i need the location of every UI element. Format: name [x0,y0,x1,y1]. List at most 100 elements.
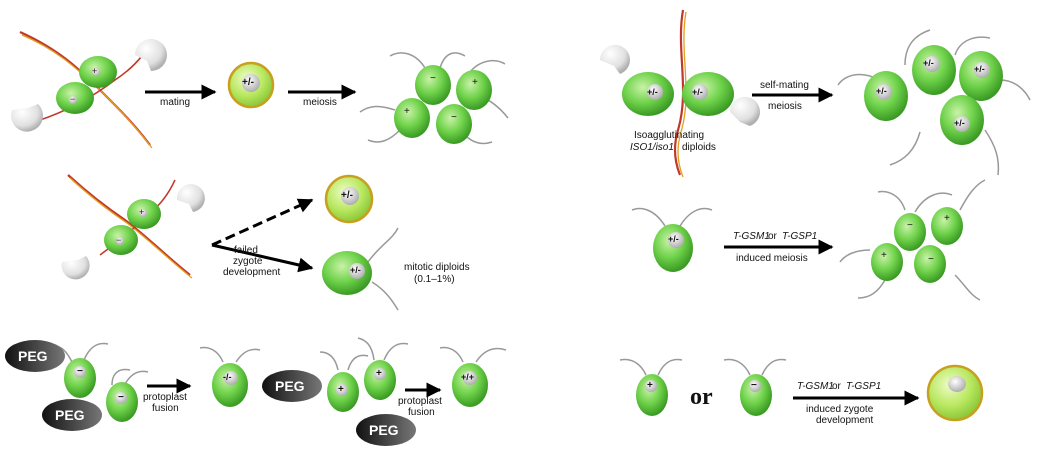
protoplast-label: protoplast [143,392,187,403]
tetrad-type: + [404,106,410,117]
peg-blob [356,414,416,446]
cell-type-plus: + [376,368,382,379]
peg-blob [262,370,322,402]
nucleus [336,384,348,396]
flagella-filament [67,174,191,276]
flagellum [679,207,713,227]
zygote-nucleus [948,376,966,392]
meiotic-cell [456,70,492,110]
tgsp1-label: T-GSP1 [782,231,818,242]
mitotic-genotype: +/- [350,265,361,275]
mitotic-percent-label: (0.1–1%) [414,274,455,285]
nucleus [692,84,708,100]
cell-type-minus: − [116,235,122,245]
to-zygote-dashed-arrow [211,198,314,247]
nucleus [69,96,77,104]
shed-cell-wall [135,39,167,71]
tetrad-type: − [907,220,913,231]
diploids-label: diploids [682,142,716,153]
meiotic-cell [415,65,451,105]
iso-genotype-label: ISO1/iso1 [630,142,674,153]
meiotic-cell [914,245,946,283]
tetrad-genotype: +/- [876,86,887,96]
flagellum [657,358,683,376]
diploid-cell [653,224,693,272]
nucleus [139,209,147,217]
nucleus [74,366,86,378]
flagellum [475,347,507,363]
shed-cell-wall [176,184,205,212]
tetrad-type: + [472,77,478,88]
minus-cell [740,374,772,416]
nucleus [954,116,970,132]
flagellum [383,342,409,361]
nucleus [876,84,892,100]
mating-label: mating [160,97,191,108]
cell-type-plus: + [338,384,344,395]
protoplast-label: protoplast [398,396,442,407]
mitotic-diploid-cell [322,251,372,295]
fusion-label: fusion [152,403,179,414]
induced-meiosis-label: induced meiosis [736,253,808,264]
flagella-filament [677,11,687,178]
peg-blob [42,399,102,431]
mitotic-flagellum [371,281,399,311]
mitotic-diploids-label: mitotic diploids [404,262,470,273]
shed-cell-wall [729,96,760,126]
flagellum [199,346,224,363]
flagella-filament [39,44,151,121]
peg-blob [5,340,65,372]
tetrad-type: + [881,250,887,261]
flagella-filament [69,177,193,279]
cell-type-plus: + [647,380,653,391]
iso-cell-genotype: +/- [647,87,658,97]
fused-diploid-cell [212,363,248,407]
isoagglutinating-label: Isoagglutinating [634,130,705,141]
meiotic-cell [894,213,926,251]
panel-failed-zygote [61,174,399,311]
zygote-label: zygote [233,256,263,267]
meiotic-cell [436,104,472,144]
cell-type-minus: − [118,392,124,403]
zygote-nucleus [242,74,260,92]
tetrad-genotype: +/- [954,118,965,128]
peg-label: PEG [18,348,48,364]
tetrad-type: − [430,73,436,84]
flagellum [761,358,787,376]
induced-tetrad [839,179,986,301]
flagellum [124,370,149,385]
self-mating-tetrad [837,29,1031,176]
induced-zygote-label: induced zygote [806,404,874,415]
panel-mating [10,30,509,149]
development-label: development [816,415,874,426]
cell-type-minus: − [70,94,76,104]
nucleus [224,371,238,385]
cell-type-plus: + [92,66,98,76]
iso-cell-genotype: +/- [692,87,703,97]
flagellum [83,342,109,361]
zygote-genotype: +/- [341,190,353,201]
nucleus [749,380,761,392]
plus-cell [636,374,668,416]
tetrad-type: + [944,213,950,224]
zygote-nucleus [341,187,359,205]
fusion-label: fusion [408,407,435,418]
nucleus [974,62,990,78]
development-label: development [223,267,281,278]
peg-label: PEG [55,407,85,423]
tgsm1-label: T-GSM1 [733,231,770,242]
tetrad-type: − [451,112,457,123]
nucleus [647,84,663,100]
meiotic-cell [394,98,430,138]
cell-type-minus: − [77,366,83,377]
nucleus [349,263,365,279]
nucleus [668,232,684,248]
shed-cell-wall [599,44,630,74]
fused-genotype: +/+ [461,372,475,382]
flagellum [439,346,464,363]
isoagglutinating-cell [682,72,734,116]
mature-zygote [926,364,984,422]
tgsm1-label: T-GSM1 [797,381,834,392]
peg-label: PEG [369,422,399,438]
